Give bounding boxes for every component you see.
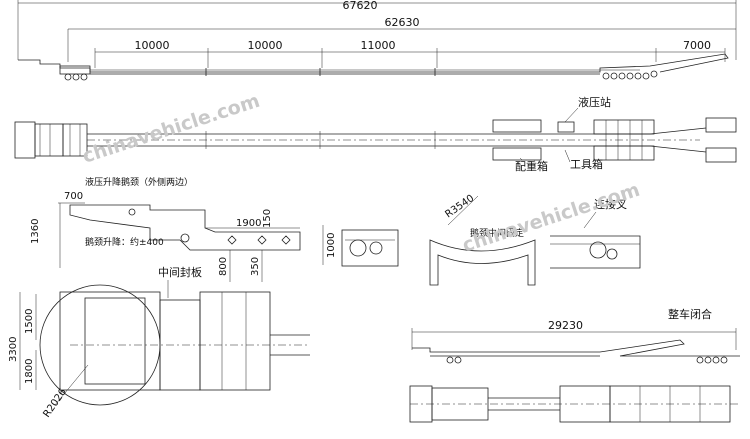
dim-step-350: 350 <box>250 257 261 276</box>
dim-end-1000: 1000 <box>326 233 337 258</box>
dim-closed-length: 29230 <box>548 319 583 332</box>
dim-radius-3540: R3540 <box>443 193 476 221</box>
dim-seg3: 11000 <box>361 39 396 52</box>
dim-radius-2026: R2026 <box>41 387 69 420</box>
dim-neck-step: 1900 <box>236 218 261 229</box>
side-view: 67620 62630 10000 10000 11000 7000 <box>17 0 737 81</box>
note-bracket: 鹅颈中间固定 <box>470 227 524 239</box>
note-lift-range: 鹅颈升降：约±400 <box>85 236 164 248</box>
label-hydraulic-station: 液压站 <box>578 95 611 109</box>
plan-view: 液压站 配重箱 工具箱 <box>14 95 737 173</box>
label-middle-cover: 中间封板 <box>158 265 202 279</box>
front-plan-detail: 中间封板 3300 1500 1800 R2026 <box>8 265 310 420</box>
dim-seg2: 10000 <box>248 39 283 52</box>
dim-width-1800: 1800 <box>24 359 35 384</box>
dim-width-3300: 3300 <box>8 337 19 362</box>
label-closed-vehicle: 整车闭合 <box>668 307 712 321</box>
dim-rear-ramp: 7000 <box>683 39 711 52</box>
label-connection-fork: 连接叉 <box>594 198 627 211</box>
note-hydraulic-lift: 液压升降鹅颈（外侧两边） <box>85 176 193 188</box>
end-view-detail: 1000 <box>322 225 399 267</box>
dim-neck-height: 1360 <box>30 219 41 244</box>
connection-fork-detail: 连接叉 <box>550 198 641 269</box>
dim-step-150: 150 <box>262 209 273 228</box>
watermark-2: chinavehicle.com <box>460 179 643 257</box>
label-tool-box: 工具箱 <box>570 157 603 171</box>
gooseneck-detail: 液压升降鹅颈（外侧两边） 700 1360 1900 150 鹅颈升降：约±40… <box>30 176 301 282</box>
dim-step-800: 800 <box>218 257 229 276</box>
dim-deck-length: 62630 <box>385 16 420 29</box>
dim-width-1500: 1500 <box>24 309 35 334</box>
dim-seg1: 10000 <box>135 39 170 52</box>
label-counterweight-box: 配重箱 <box>515 159 548 173</box>
watermark-1: chinavehicle.com <box>80 90 263 168</box>
dim-overall-length: 67620 <box>343 0 378 12</box>
dim-gooseneck: 700 <box>64 191 83 202</box>
closed-vehicle-view: 整车闭合 29230 <box>409 307 740 423</box>
